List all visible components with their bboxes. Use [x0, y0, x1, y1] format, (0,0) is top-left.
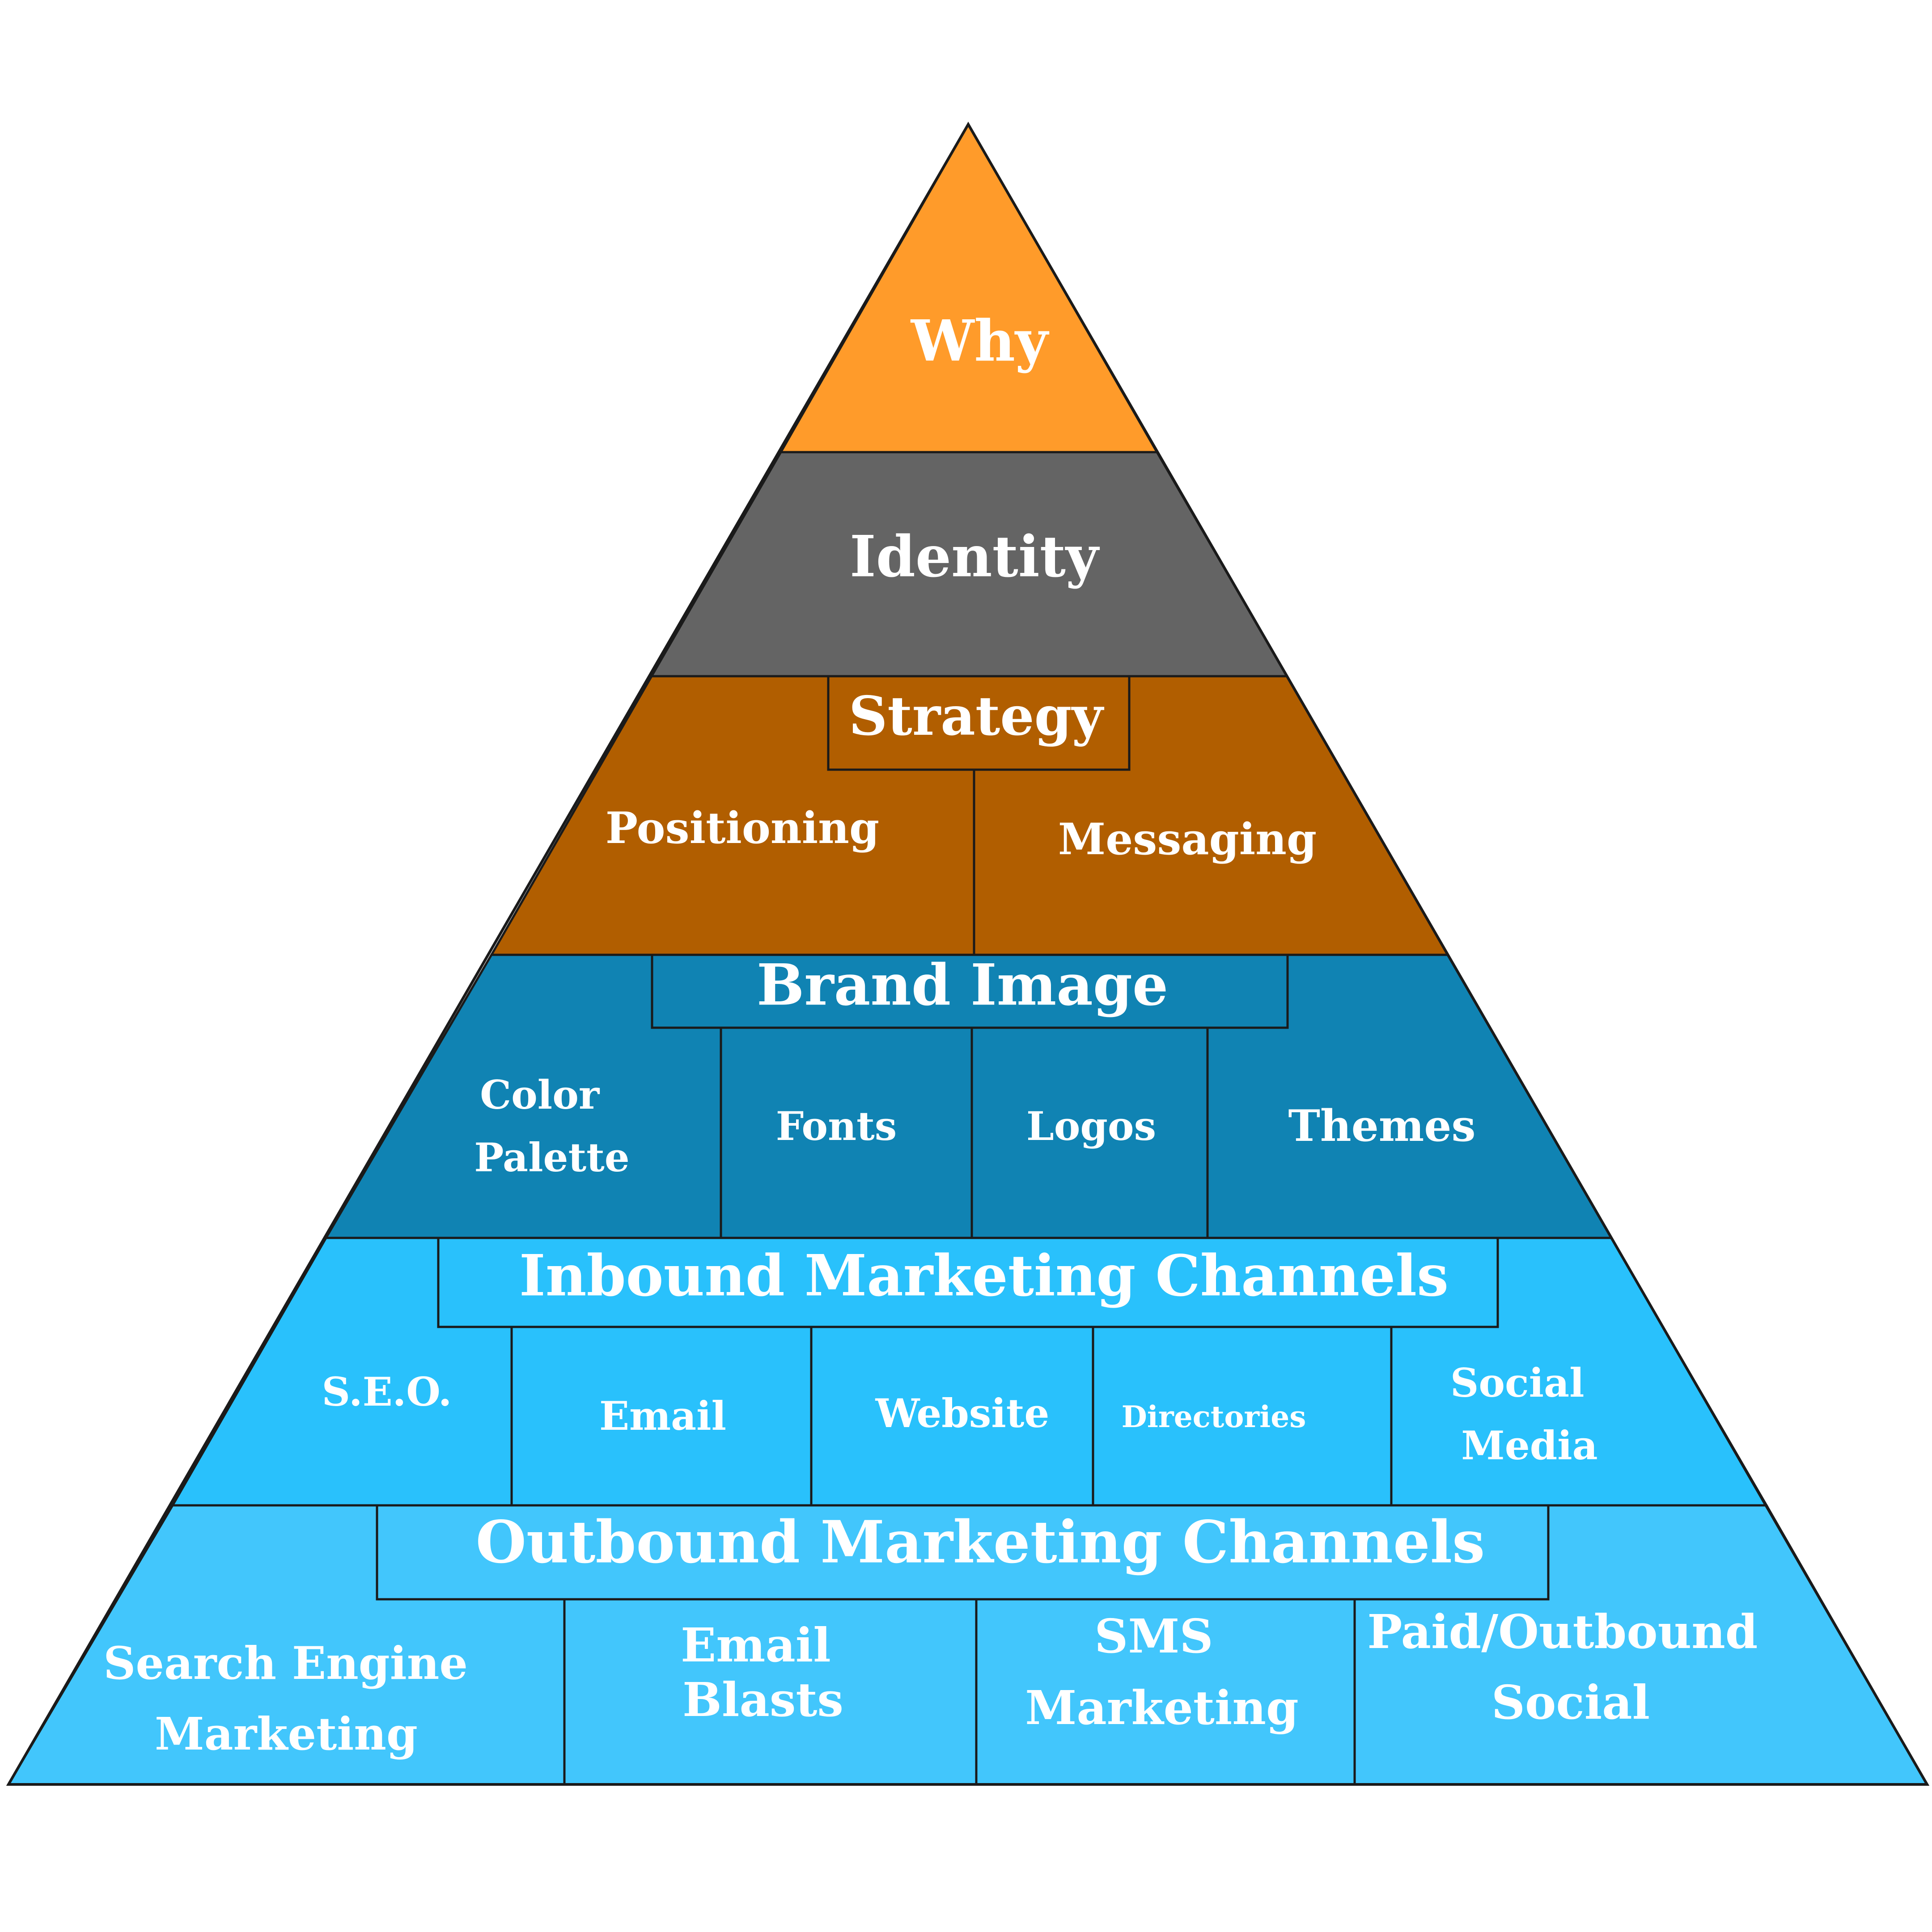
inbound-item-social-media: Social Media	[1450, 1360, 1598, 1469]
outbound-item-search-engine-marketing: Search Engine Marketing	[103, 1637, 483, 1760]
strategy-item-messaging: Messaging	[1058, 814, 1317, 864]
outbound-item-email-blasts-line-2: Blasts	[682, 1672, 843, 1727]
outbound-item-paid-outbound-social-line-1: Paid/Outbound	[1367, 1604, 1758, 1659]
brand-item-themes: Themes	[1288, 1101, 1475, 1151]
inbound-item-directories: Directories	[1122, 1399, 1306, 1434]
strategy-item-positioning: Positioning	[606, 803, 879, 853]
tier-why	[779, 122, 1159, 453]
inbound-item-seo: S.E.O.	[322, 1368, 452, 1415]
outbound-title: Outbound Marketing Channels	[476, 1508, 1485, 1576]
pyramid-outline	[6, 122, 1930, 1786]
brand-item-logos: Logos	[1026, 1103, 1156, 1149]
brand-item-color-palette-line-1: Color	[480, 1072, 600, 1118]
outbound-item-paid-outbound-social: Paid/Outbound Social	[1367, 1604, 1774, 1730]
outbound-item-sms-marketing-line-2: Marketing	[1025, 1680, 1298, 1735]
brand-item-color-palette: Color Palette	[474, 1072, 630, 1181]
outbound-item-email-blasts-line-1: Email	[681, 1618, 831, 1673]
inbound-header-box	[437, 1237, 1499, 1328]
inbound-title: Inbound Marketing Channels	[519, 1243, 1449, 1309]
outbound-item-search-engine-marketing-line-2: Marketing	[155, 1707, 418, 1760]
inbound-item-email: Email	[599, 1393, 726, 1439]
outbound-item-paid-outbound-social-line-2: Social	[1491, 1675, 1650, 1730]
strategy-title: Strategy	[849, 685, 1105, 748]
outbound-header-box	[376, 1504, 1550, 1601]
inbound-item-social-media-line-1: Social	[1450, 1360, 1585, 1406]
inbound-item-social-media-line-2: Media	[1461, 1422, 1597, 1469]
identity-title: Identity	[850, 524, 1100, 590]
brand-item-color-palette-line-2: Palette	[474, 1134, 630, 1181]
strategy-header-box	[827, 675, 1131, 771]
outbound-item-email-blasts: Email Blasts	[681, 1618, 847, 1727]
outbound-item-sms-marketing-line-1: SMS	[1094, 1609, 1213, 1664]
outbound-item-sms-marketing: SMS Marketing	[1025, 1609, 1298, 1735]
outbound-item-search-engine-marketing-line-1: Search Engine	[103, 1637, 468, 1690]
brand-item-fonts: Fonts	[776, 1103, 897, 1149]
brand-image-title: Brand Image	[757, 952, 1168, 1018]
why-title: Why	[910, 308, 1050, 374]
brand-image-header-box	[651, 953, 1289, 1029]
inbound-item-website: Website	[875, 1390, 1050, 1436]
